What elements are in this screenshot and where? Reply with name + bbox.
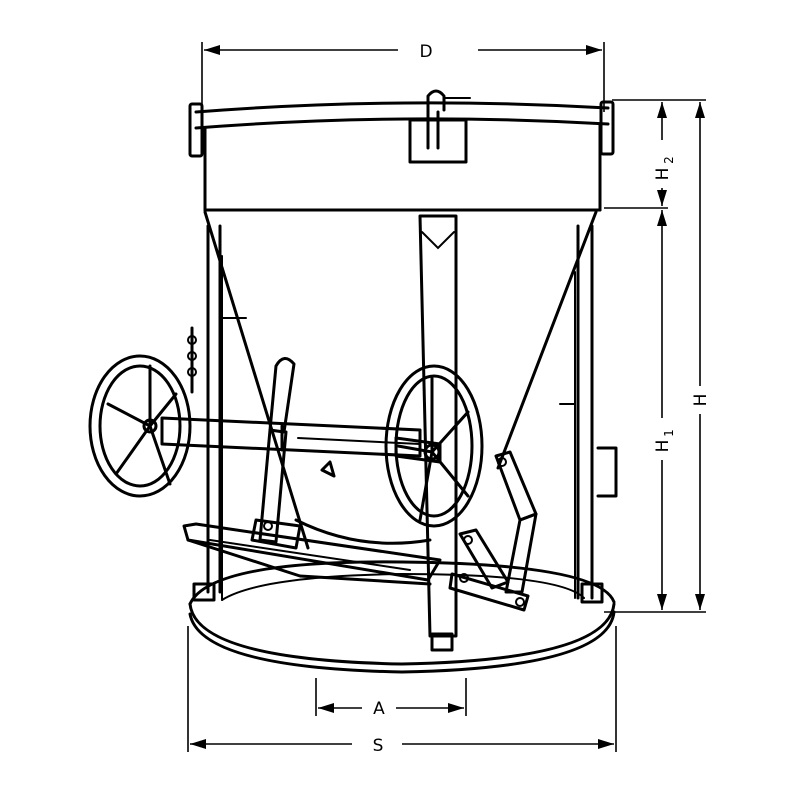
base-ring xyxy=(188,560,616,674)
gate-linkage xyxy=(448,450,538,612)
dimension-h1-label: H 1 xyxy=(653,429,676,452)
handwheel-icon xyxy=(88,354,192,498)
dimension-d-label: D xyxy=(419,42,432,62)
discharge-gate xyxy=(182,522,442,586)
dimension-a: A xyxy=(315,678,467,719)
svg-text:1: 1 xyxy=(662,429,676,437)
bucket-top xyxy=(188,89,615,212)
dimension-a-label: A xyxy=(373,699,385,719)
dimension-s: S xyxy=(187,626,617,756)
dimension-h-label: H xyxy=(691,394,711,407)
dimension-h-group: H 2 H 1 H xyxy=(604,99,711,613)
dimension-h2-label: H 2 xyxy=(653,156,676,180)
bucket-frame xyxy=(187,214,618,652)
operating-shaft xyxy=(160,416,422,478)
dimension-d: D xyxy=(201,42,605,112)
svg-text:2: 2 xyxy=(662,156,676,164)
handwheel-icon-front xyxy=(384,364,484,528)
lever-handle-icon xyxy=(250,357,302,550)
svg-text:H: H xyxy=(653,440,673,453)
svg-text:H: H xyxy=(653,168,673,181)
dimension-s-label: S xyxy=(373,736,384,756)
